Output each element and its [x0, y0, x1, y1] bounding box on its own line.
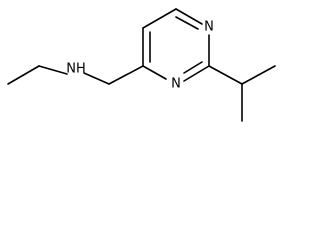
amine-nitrogen-label: NH — [66, 62, 86, 77]
bond-ring-c2-n3-double — [183, 61, 203, 74]
ring-nitrogen-top-label: N — [204, 20, 214, 35]
bond-ethyl-ch2-nh — [38, 65, 68, 75]
molecule-structure: NH N N — [7, 8, 276, 122]
ring-nitrogen-bottom-label: N — [171, 77, 181, 92]
bond-ring-c6-n1-double — [175, 16, 199, 30]
bond-ring-c2-n3 — [183, 65, 210, 82]
bond-ring-c6-n1 — [175, 8, 203, 25]
bond-c2-isopropyl — [208, 65, 243, 85]
molecule-canvas: NH N N — [0, 0, 284, 128]
bond-ch2-ring — [108, 65, 144, 85]
bond-nh-ch2 — [83, 72, 110, 85]
bond-ring-n3-c4 — [142, 65, 167, 80]
bond-isopropyl-ch3-top — [241, 65, 276, 85]
bond-ethyl-ch3-ch2 — [7, 65, 40, 85]
bond-ring-c5-c6 — [142, 8, 177, 29]
